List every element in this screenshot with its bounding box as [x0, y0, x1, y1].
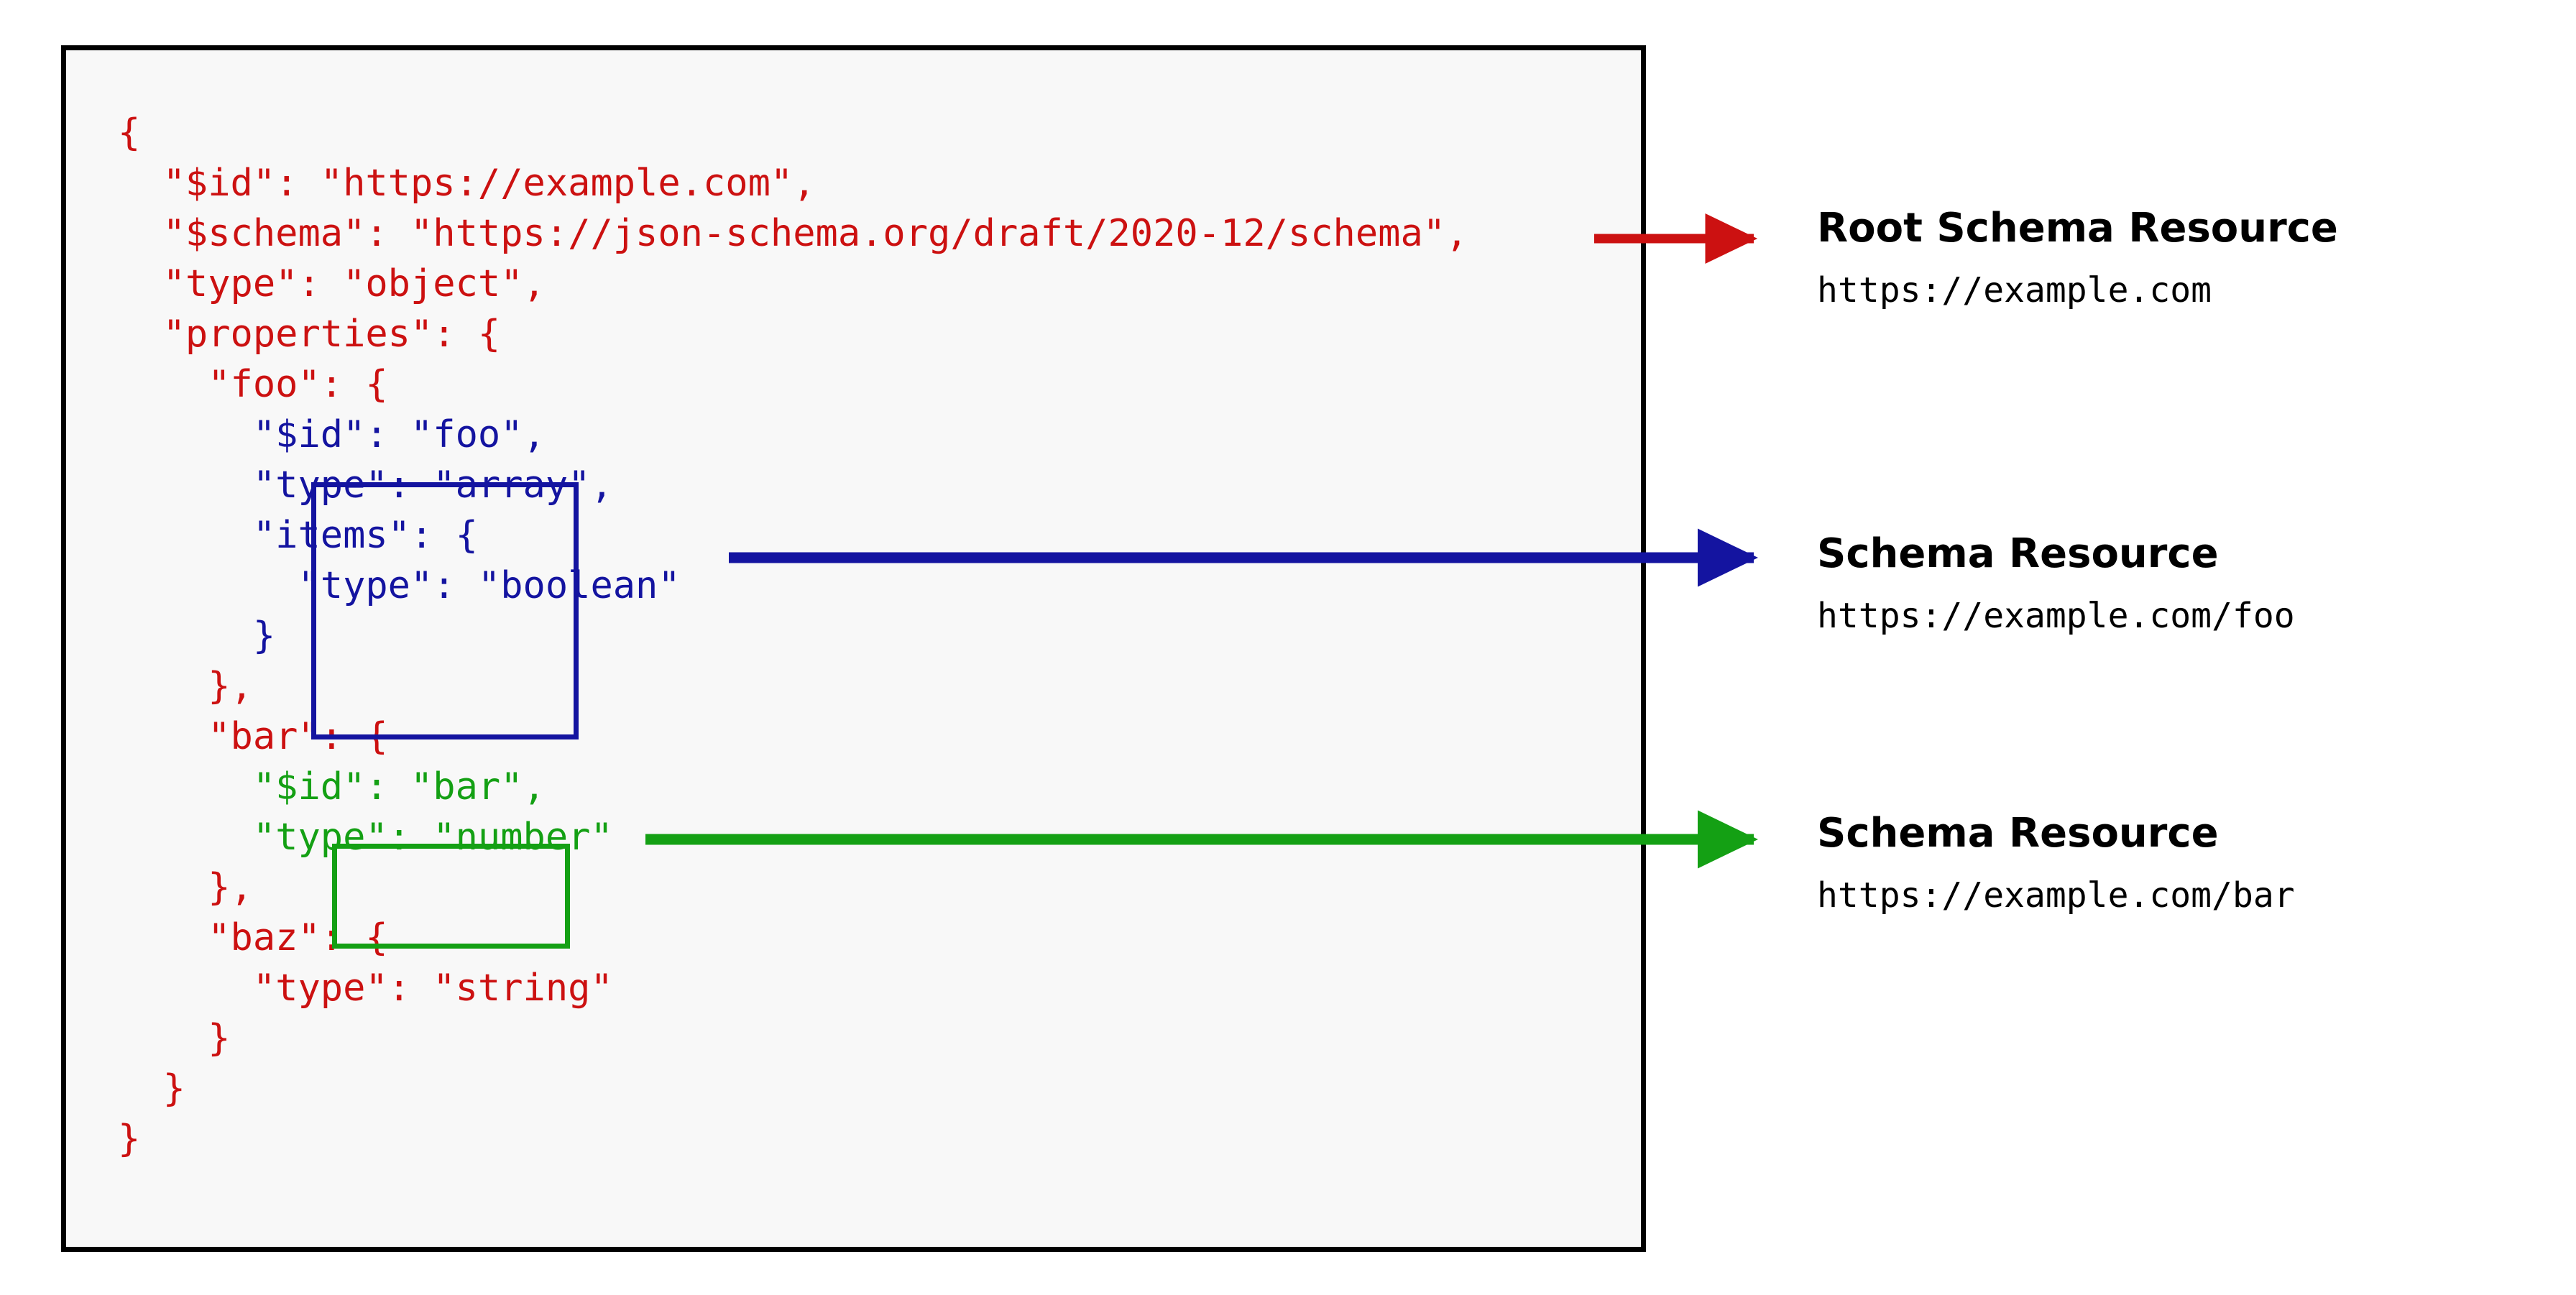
code-line: }: [118, 1017, 231, 1060]
code-line: {: [118, 111, 141, 155]
code-line: "type": "boolean": [118, 564, 681, 607]
code-line: },: [118, 866, 253, 909]
code-line: "$id": "foo",: [118, 413, 546, 456]
code-line: "type": "array",: [118, 464, 613, 507]
annotation-uri: https://example.com/foo: [1817, 596, 2295, 636]
annotation-bar-schema-resource: Schema Resource https://example.com/bar: [1817, 811, 2295, 916]
code-line: "$id": "https://example.com",: [118, 162, 816, 205]
code-line: "properties": {: [118, 313, 501, 356]
code-line: "type": "number": [118, 816, 613, 859]
annotation-title: Schema Resource: [1817, 530, 2219, 577]
annotation-foo-schema-resource: Schema Resource https://example.com/foo: [1817, 530, 2295, 637]
code-line: "$schema": "https://json-schema.org/draf…: [118, 212, 1468, 255]
code-line: }: [118, 1067, 185, 1110]
annotation-title: Schema Resource: [1817, 810, 2219, 857]
highlight-box-bar-schema: [332, 844, 570, 949]
code-line: "foo": {: [118, 363, 388, 406]
code-line: "baz": {: [118, 916, 388, 959]
code-line: }: [118, 614, 276, 658]
code-line: "type": "string": [118, 967, 613, 1010]
highlight-box-foo-schema: [311, 482, 579, 739]
annotation-root-schema-resource: Root Schema Resource https://example.com: [1817, 205, 2338, 311]
code-line: "items": {: [118, 514, 478, 557]
code-line: "$id": "bar",: [118, 765, 546, 808]
annotation-uri: https://example.com/bar: [1817, 875, 2295, 916]
code-line: }: [118, 1117, 141, 1161]
json-schema-code-listing: { "$id": "https://example.com", "$schema…: [118, 108, 1468, 1164]
json-schema-code-panel: { "$id": "https://example.com", "$schema…: [61, 45, 1646, 1252]
code-line: },: [118, 665, 253, 708]
annotation-uri: https://example.com: [1817, 270, 2212, 310]
annotation-title: Root Schema Resource: [1817, 205, 2338, 252]
code-line: "type": "object",: [118, 262, 546, 305]
